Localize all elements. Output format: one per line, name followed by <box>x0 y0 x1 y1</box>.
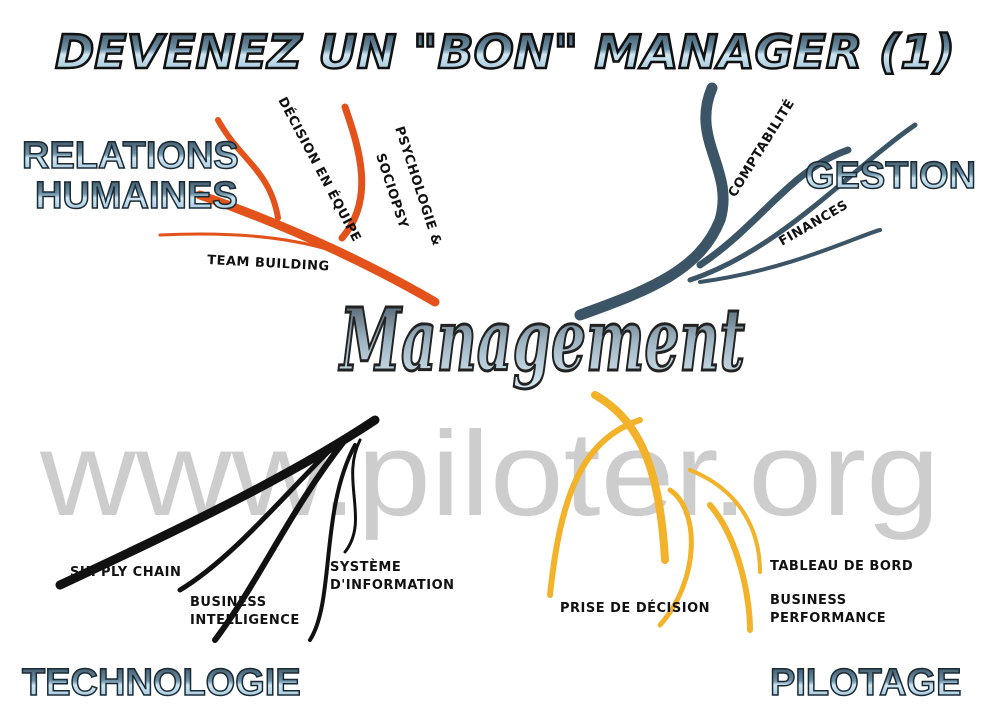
branch-gestion-sub <box>698 228 882 284</box>
category-relations-line1: RELATIONS <box>22 135 239 177</box>
branch-pilotage-sub <box>707 502 753 633</box>
branch-gestion <box>574 82 918 321</box>
branch-gestion-sub <box>696 146 852 269</box>
page-title: DEVENEZ UN "BON" MANAGER (1) <box>55 25 955 79</box>
branch-pilotage-main <box>591 391 669 564</box>
branch-technologie <box>55 415 380 643</box>
category-technologie: TECHNOLOGIE <box>22 662 301 704</box>
item-information: D'INFORMATION <box>330 578 455 593</box>
branch-gestion-sub <box>687 122 918 283</box>
item-systeme: SYSTÈME <box>330 559 401 575</box>
item-prise-decision: PRISE DE DÉCISION <box>560 600 710 616</box>
item-intelligence: INTELLIGENCE <box>190 613 300 628</box>
item-supply-chain: SUPPLY CHAIN <box>70 565 181 580</box>
branch-technologie-sub <box>343 438 362 554</box>
branch-technologie-sub <box>177 447 333 593</box>
category-pilotage: PILOTAGE <box>770 662 961 704</box>
branch-technologie-sub <box>212 437 348 643</box>
item-team-building: TEAM BUILDING <box>207 253 330 274</box>
branch-pilotage <box>547 391 762 633</box>
item-business-perf-line1: BUSINESS <box>770 593 847 608</box>
branch-relations-sub <box>338 103 366 242</box>
item-business-perf-line2: PERFORMANCE <box>770 611 886 626</box>
category-relations-line2: HUMAINES <box>35 175 238 217</box>
category-gestion: GESTION <box>805 155 976 197</box>
branch-gestion-main <box>574 82 729 321</box>
branch-technologie-sub <box>308 443 357 642</box>
branch-relations-sub <box>215 117 281 221</box>
item-business: BUSINESS <box>190 595 267 610</box>
branch-pilotage-sub <box>547 417 643 598</box>
branch-relations-sub <box>158 232 332 252</box>
watermark: www.piloter.org <box>39 407 940 541</box>
branch-pilotage-sub <box>688 468 762 574</box>
branch-pilotage-sub <box>657 487 694 628</box>
item-tableau-de-bord: TABLEAU DE BORD <box>770 559 913 574</box>
central-topic: Management <box>338 290 745 391</box>
branch-relations-main <box>195 190 440 307</box>
branch-relations <box>158 103 440 307</box>
